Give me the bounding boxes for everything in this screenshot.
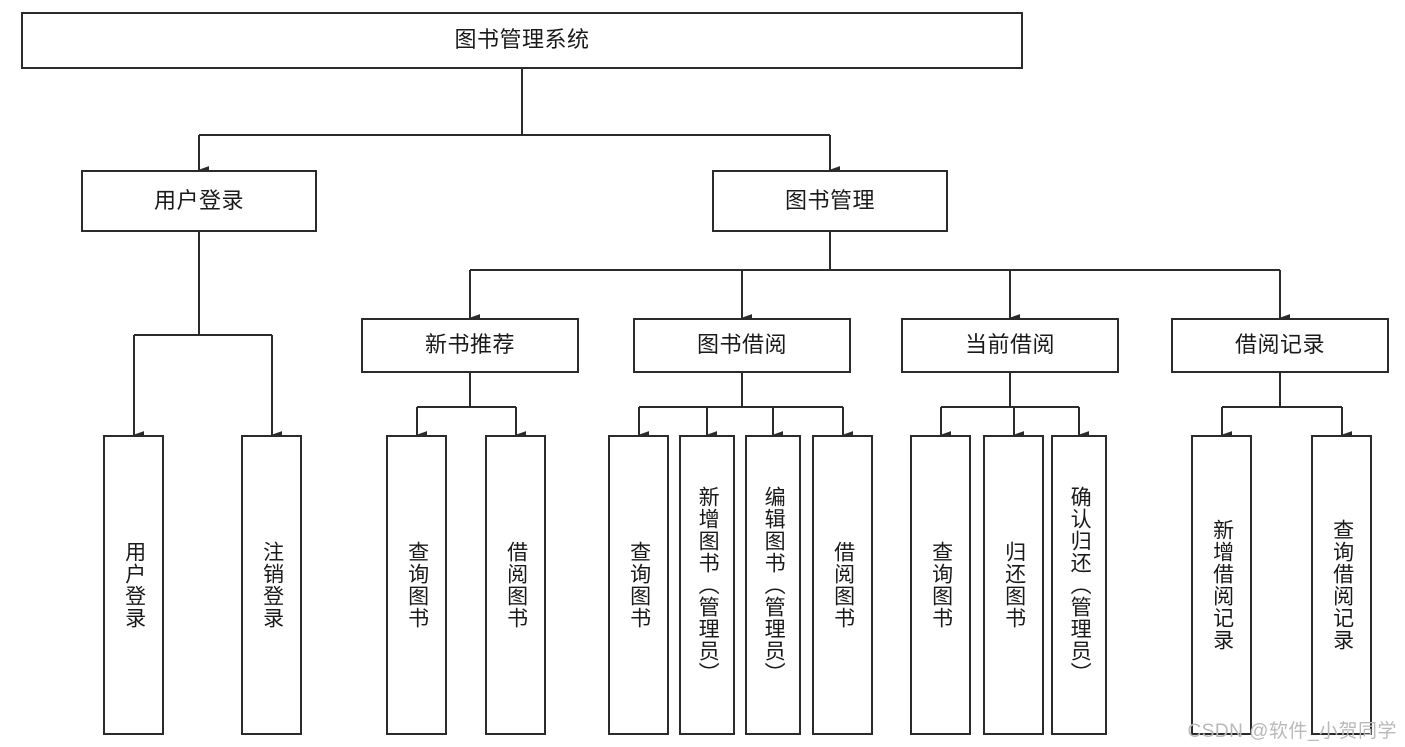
node-leaf-query-book-2[interactable]: 查询图书: [608, 435, 669, 735]
node-label: 归还图书: [1002, 541, 1026, 629]
node-label: 借阅记录: [1234, 332, 1325, 358]
node-leaf-add-record[interactable]: 新增借阅记录: [1191, 435, 1252, 735]
node-leaf-user-login[interactable]: 用户登录: [103, 435, 164, 735]
node-label: 图书管理: [784, 187, 875, 213]
node-label: 注销登录: [260, 541, 284, 629]
node-leaf-query-record[interactable]: 查询借阅记录: [1311, 435, 1372, 735]
node-label: 图书借阅: [696, 332, 787, 358]
node-root[interactable]: 图书管理系统: [21, 12, 1023, 69]
node-new-book-rec[interactable]: 新书推荐: [361, 318, 579, 373]
node-book-manage[interactable]: 图书管理: [712, 170, 948, 232]
node-label: 借阅图书: [831, 541, 855, 629]
node-leaf-return-book[interactable]: 归还图书: [983, 435, 1044, 735]
node-leaf-confirm-return[interactable]: 确认归还（管理员）: [1051, 435, 1107, 735]
node-book-borrow[interactable]: 图书借阅: [633, 318, 851, 373]
node-leaf-logout[interactable]: 注销登录: [241, 435, 302, 735]
node-label: 查询借阅记录: [1330, 519, 1354, 651]
node-label: 借阅图书: [504, 541, 528, 629]
node-leaf-borrow-book-2[interactable]: 借阅图书: [812, 435, 873, 735]
node-leaf-query-book-3[interactable]: 查询图书: [910, 435, 971, 735]
node-current-borrow[interactable]: 当前借阅: [901, 318, 1119, 373]
node-leaf-borrow-book-1[interactable]: 借阅图书: [485, 435, 546, 735]
node-label: 新增图书（管理员）: [696, 486, 720, 684]
node-user-login[interactable]: 用户登录: [81, 170, 317, 232]
node-label: 用户登录: [122, 541, 146, 629]
node-label: 新书推荐: [424, 332, 515, 358]
node-borrow-record[interactable]: 借阅记录: [1171, 318, 1389, 373]
node-label: 新增借阅记录: [1210, 519, 1234, 651]
node-label: 查询图书: [405, 541, 429, 629]
node-label: 确认归还（管理员）: [1068, 486, 1092, 684]
node-label: 查询图书: [929, 541, 953, 629]
node-label: 编辑图书（管理员）: [762, 486, 786, 684]
watermark-text: CSDN @软件_小贺同学: [1187, 721, 1397, 742]
node-label: 当前借阅: [964, 332, 1055, 358]
node-label: 查询图书: [627, 541, 651, 629]
node-leaf-edit-book[interactable]: 编辑图书（管理员）: [745, 435, 801, 735]
node-label: 图书管理系统: [454, 27, 590, 53]
node-label: 用户登录: [153, 187, 244, 213]
node-leaf-add-book[interactable]: 新增图书（管理员）: [679, 435, 735, 735]
node-leaf-query-book-1[interactable]: 查询图书: [386, 435, 447, 735]
